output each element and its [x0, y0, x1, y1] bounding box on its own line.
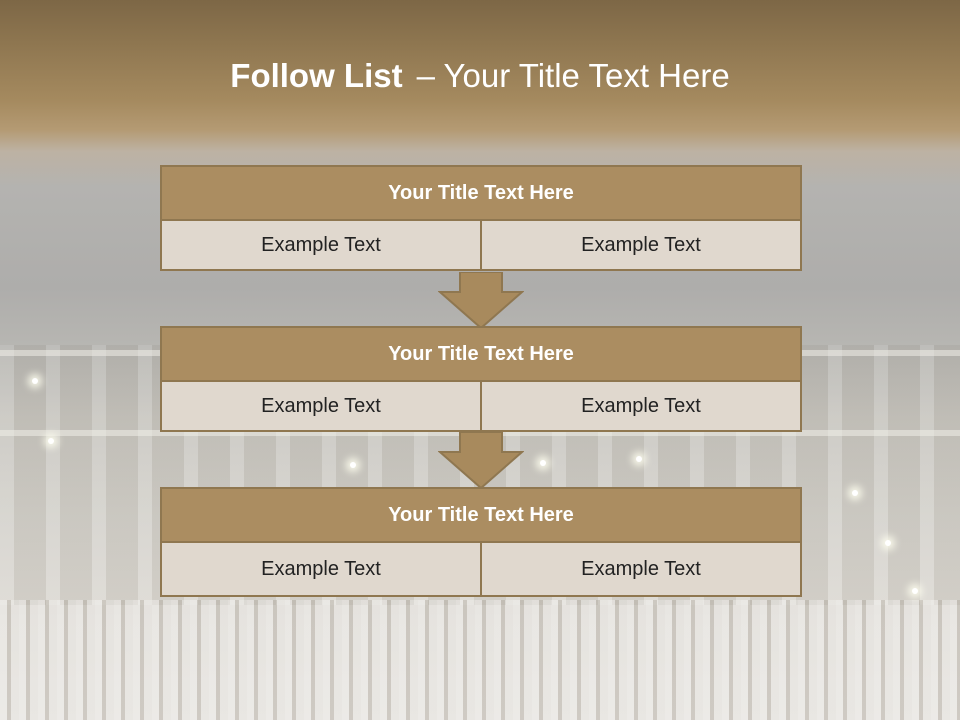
- light-flare: [852, 490, 858, 496]
- light-flare: [48, 438, 54, 444]
- down-arrow-icon: [438, 272, 524, 330]
- crowd: [0, 600, 960, 720]
- list-block-2: Your Title Text Here Example Text Exampl…: [160, 326, 802, 432]
- light-flare: [32, 378, 38, 384]
- block-title: Your Title Text Here: [160, 326, 802, 382]
- light-flare: [350, 462, 356, 468]
- block-cell-left: Example Text: [160, 382, 482, 432]
- block-cell-right: Example Text: [482, 543, 802, 597]
- block-title: Your Title Text Here: [160, 165, 802, 221]
- block-cell-right: Example Text: [482, 382, 802, 432]
- block-row: Example Text Example Text: [160, 382, 802, 432]
- slide-title: Follow List – Your Title Text Here: [0, 52, 960, 100]
- title-rest: – Your Title Text Here: [416, 57, 730, 94]
- light-flare: [912, 588, 918, 594]
- title-bold: Follow List: [230, 57, 403, 94]
- block-row: Example Text Example Text: [160, 221, 802, 271]
- block-row: Example Text Example Text: [160, 543, 802, 597]
- block-title: Your Title Text Here: [160, 487, 802, 543]
- light-flare: [885, 540, 891, 546]
- list-block-1: Your Title Text Here Example Text Exampl…: [160, 165, 802, 271]
- light-flare: [636, 456, 642, 462]
- block-cell-left: Example Text: [160, 221, 482, 271]
- down-arrow-icon: [438, 432, 524, 490]
- list-block-3: Your Title Text Here Example Text Exampl…: [160, 487, 802, 597]
- block-cell-right: Example Text: [482, 221, 802, 271]
- light-flare: [540, 460, 546, 466]
- block-cell-left: Example Text: [160, 543, 482, 597]
